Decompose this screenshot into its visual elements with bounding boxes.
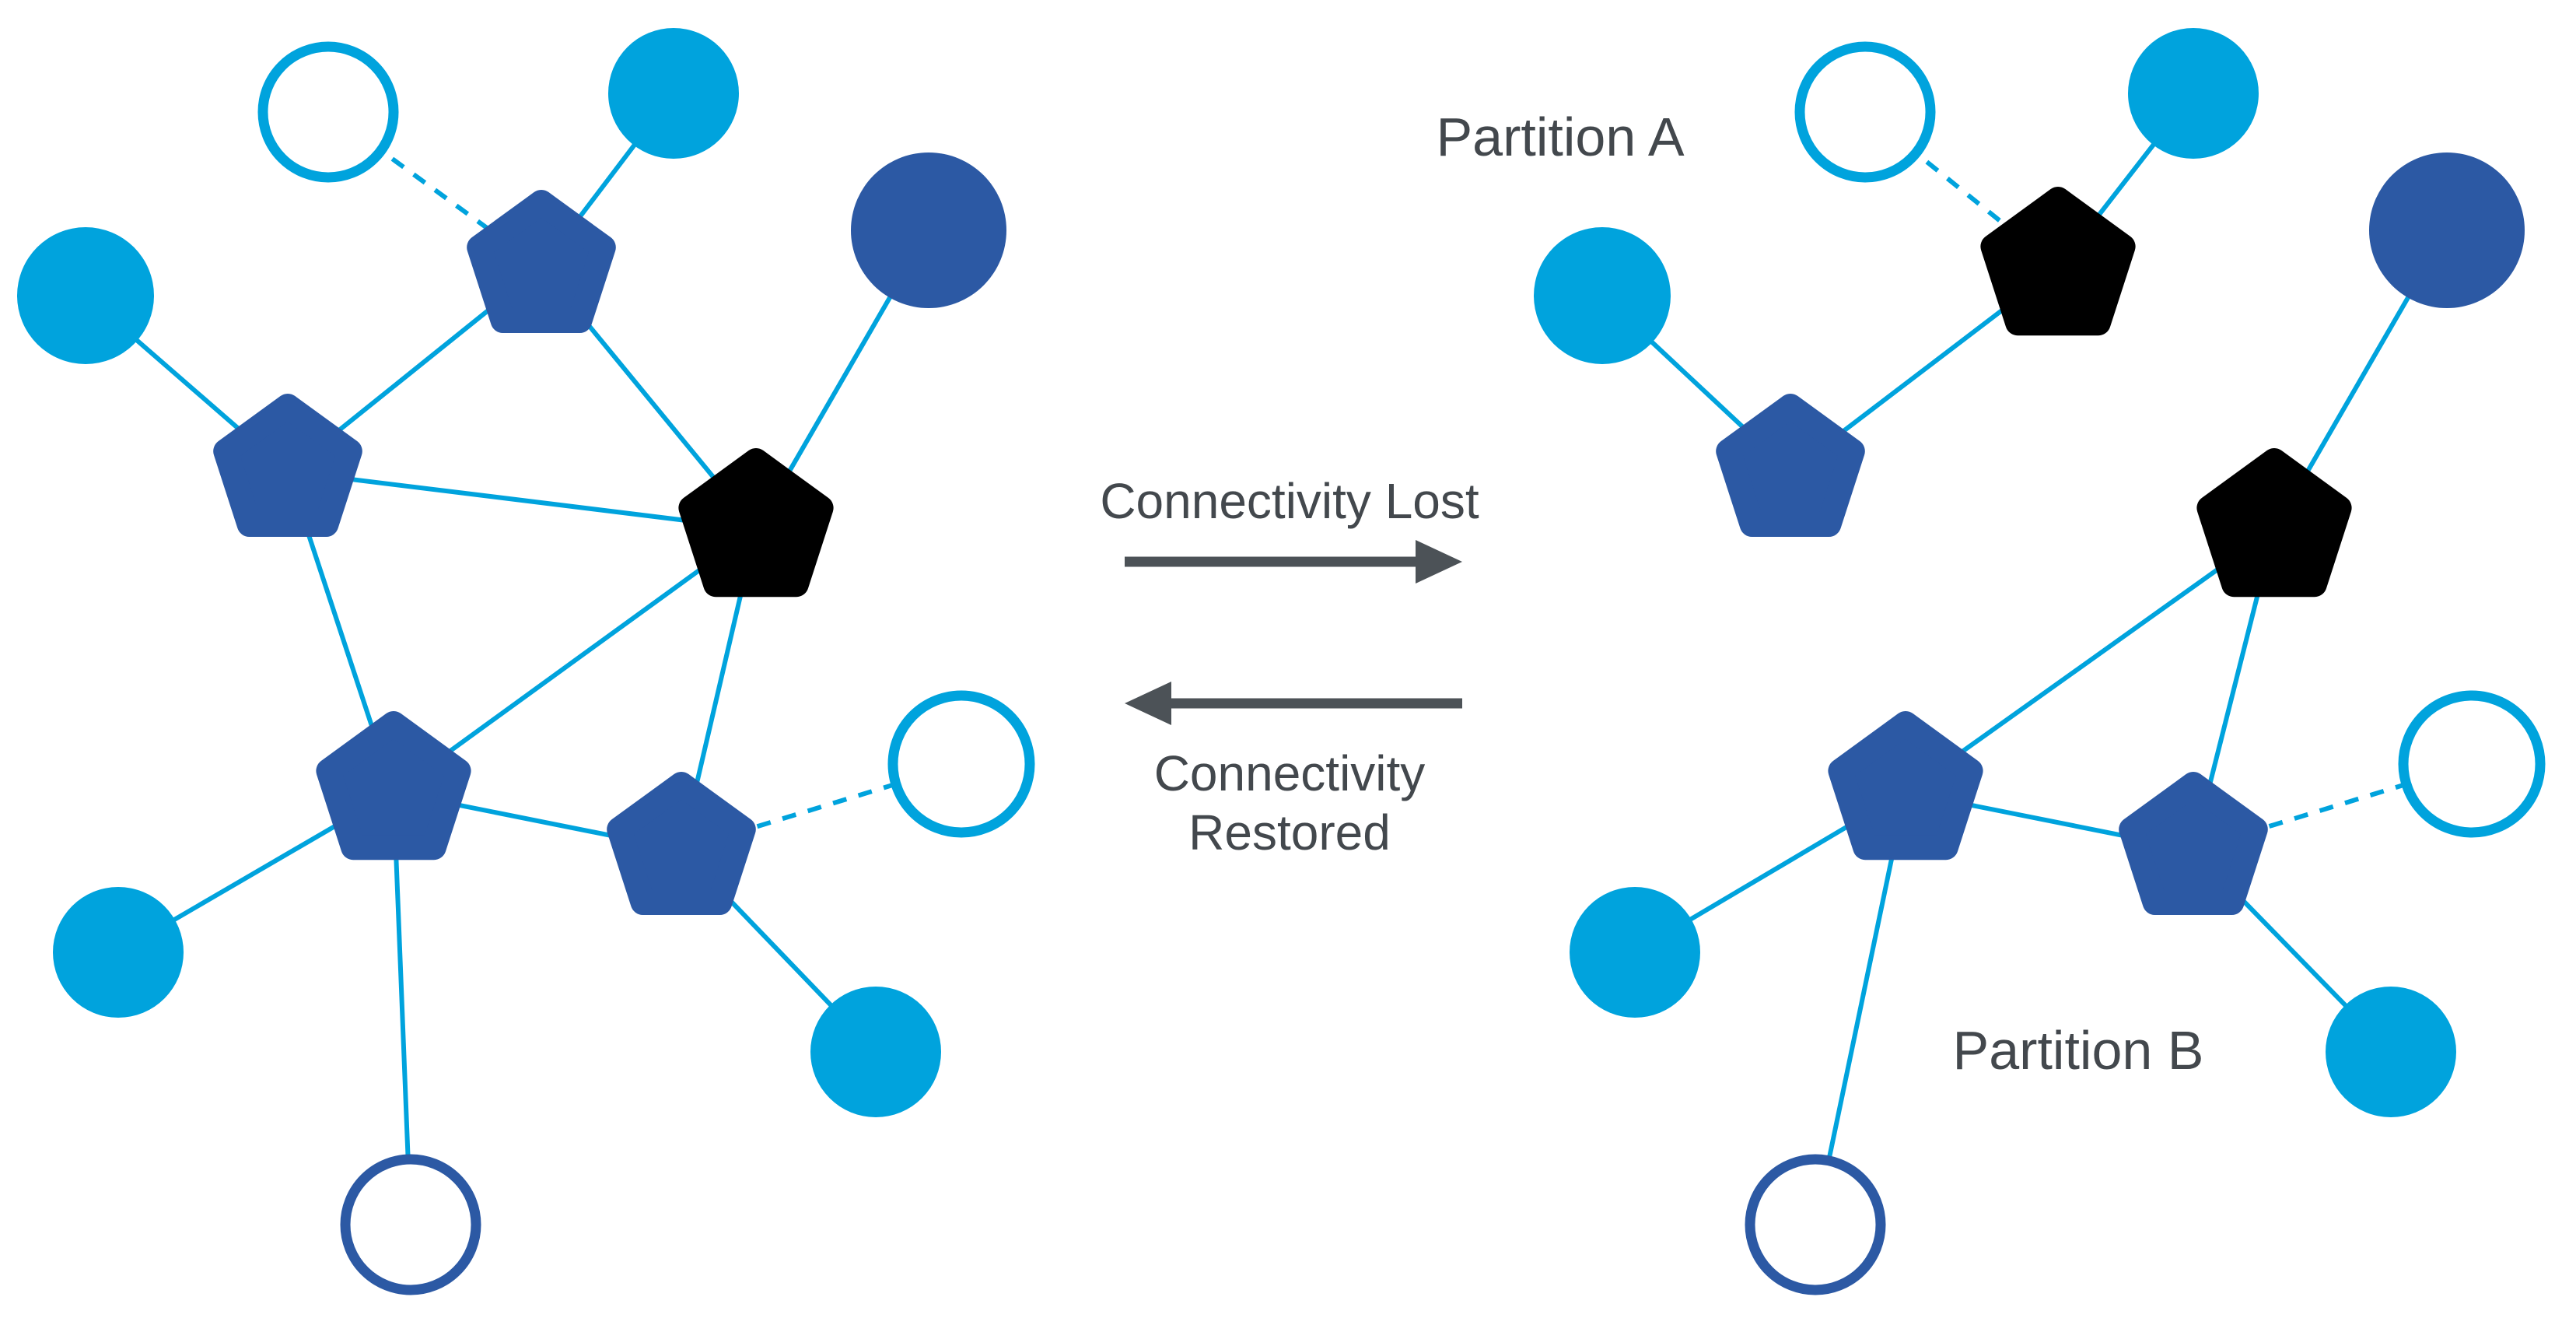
- node-left-cyan-circle-top: [608, 28, 739, 159]
- node-left-open-circle-bottom: [340, 1154, 481, 1295]
- edge-right-pentagon-black--pentagon-bottom-left: [1904, 527, 2276, 794]
- node-right-pentagon-left: [1716, 394, 1865, 537]
- connectivity-lost-label: Connectivity Lost: [1100, 473, 1479, 529]
- node-right-pentagon-bottom-right: [2119, 772, 2268, 915]
- node-right-cyan-circle-left: [1534, 227, 1671, 364]
- node-left-pentagon-bottom-right: [607, 772, 756, 915]
- node-left-cyan-circle-bottom-left: [53, 887, 184, 1018]
- connectivity-restored-label-line1: Connectivity: [1154, 745, 1426, 801]
- connected-network: [17, 28, 1035, 1295]
- node-right-cyan-circle-bottom-left: [1570, 887, 1700, 1018]
- connectivity-restored-label-line2: Restored: [1188, 804, 1391, 861]
- partition-a-label: Partition A: [1436, 107, 1684, 167]
- node-left-pentagon-left: [213, 394, 362, 537]
- connectivity-lost-arrow-head: [1416, 540, 1462, 584]
- node-left-cyan-circle-left: [17, 227, 154, 364]
- node-right-pentagon-top: [1980, 187, 2136, 336]
- node-left-pentagon-top: [467, 190, 616, 333]
- connectivity-restored-arrow-head: [1125, 682, 1171, 725]
- node-left-pentagon-black: [678, 448, 834, 598]
- node-right-dark-circle-right: [2369, 152, 2525, 308]
- edge-left-pentagon-left--pentagon-black: [287, 469, 757, 531]
- node-left-cyan-circle-bottom-right: [810, 987, 941, 1117]
- edge-left-pentagon-black--pentagon-bottom-left: [392, 527, 758, 794]
- node-right-cyan-circle-top: [2128, 28, 2259, 159]
- node-left-pentagon-bottom-left: [316, 711, 471, 861]
- node-left-open-circle-right: [887, 690, 1035, 838]
- node-left-open-circle-top: [257, 41, 399, 183]
- transition-arrows: [1125, 540, 1462, 725]
- node-right-pentagon-bottom-left: [1828, 711, 1983, 861]
- node-right-open-circle-right: [2398, 690, 2546, 838]
- partition-b-label: Partition B: [1953, 1020, 2204, 1081]
- node-right-cyan-circle-bottom-right: [2326, 987, 2456, 1117]
- edge-right-pentagon-bottom-left--open-circle-bottom: [1813, 791, 1908, 1225]
- node-right-open-circle-top: [1794, 41, 1936, 183]
- node-left-dark-circle-right: [851, 152, 1006, 308]
- edge-left-pentagon-bottom-left--open-circle-bottom: [391, 791, 413, 1225]
- partitioned-network: [1534, 28, 2546, 1295]
- node-right-pentagon-black: [2196, 448, 2352, 598]
- node-right-open-circle-bottom: [1745, 1154, 1886, 1295]
